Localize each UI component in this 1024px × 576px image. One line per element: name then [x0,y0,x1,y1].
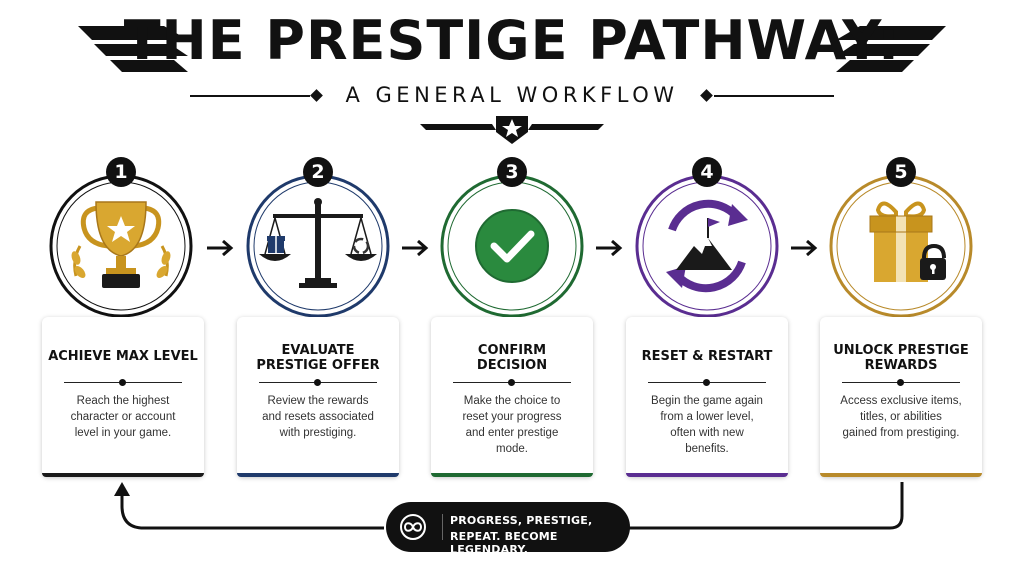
step-5-divider-dot [897,379,904,386]
subtitle-rule-right [714,95,834,97]
step-2-card: EVALUATE PRESTIGE OFFER Review the rewar… [237,317,399,477]
step-1-title: ACHIEVE MAX LEVEL [48,349,198,364]
step-5-description: Access exclusive items, titles, or abili… [840,395,962,439]
step-1-badge [49,174,193,324]
step-1-card: ACHIEVE MAX LEVEL Reach the highest char… [42,317,204,477]
step-3-divider-dot [508,379,515,386]
step-4-title: RESET & RESTART [641,349,773,364]
step-2-description: Review the rewards and resets associated… [262,395,374,439]
step-3-title: CONFIRM DECISION [476,343,548,373]
scale-icon [259,198,377,288]
step-2-badge [246,174,390,324]
step-5-card-accent [820,473,982,477]
step-1-divider-dot [119,379,126,386]
step-4-card-accent [626,473,788,477]
step-5-card: UNLOCK PRESTIGE REWARDS Access exclusive… [820,317,982,477]
step-5-number: 5 [886,157,916,187]
step-4-description: Begin the game again from a lower level,… [651,395,763,455]
banner-line-2: REPEAT. BECOME LEGENDARY. [450,530,558,556]
step-4-card: RESET & RESTART Begin the game again fro… [626,317,788,477]
step-5-badge [829,174,973,324]
trophy-icon [71,201,171,288]
tagline-banner: PROGRESS, PRESTIGE, REPEAT. BECOME LEGEN… [386,502,630,556]
arrow-right-icon [402,239,429,257]
step-4-number: 4 [692,157,722,187]
step-5-title: UNLOCK PRESTIGE REWARDS [833,343,969,373]
step-3-number: 3 [497,157,527,187]
subtitle-rule-left [190,95,310,97]
arrow-right-icon [207,239,234,257]
gift-lock-icon [869,201,946,282]
step-2-number: 2 [303,157,333,187]
checkmark-icon [475,209,549,283]
step-2-card-accent [237,473,399,477]
refresh-icon [352,237,370,255]
step-3-description: Make the choice to reset your progress a… [462,395,562,455]
star-emblem [420,116,604,144]
banner-separator [442,514,443,540]
arrow-right-icon [596,239,623,257]
step-3-badge [440,174,584,324]
step-4-badge [635,174,779,324]
arrow-up-icon [114,482,130,496]
page-subtitle: A GENERAL WORKFLOW [345,83,679,107]
step-1-number: 1 [106,157,136,187]
subtitle-row: A GENERAL WORKFLOW [190,80,834,110]
page-title: THE PRESTIGE PATHWAY: [123,9,901,72]
step-3-card: CONFIRM DECISION Make the choice to rese… [431,317,593,477]
step-2-title: EVALUATE PRESTIGE OFFER [256,343,380,373]
step-2-divider-dot [314,379,321,386]
step-1-description: Reach the highest character or account l… [70,395,176,439]
infinity-loop-icon [400,514,426,540]
mountain-cycle-icon [666,199,748,293]
right-wing-decoration [836,26,946,72]
step-3-card-accent [431,473,593,477]
banner-line-1: PROGRESS, PRESTIGE, [450,514,593,527]
left-wing-decoration [78,26,188,72]
step-1-card-accent [42,473,204,477]
step-4-divider-dot [703,379,710,386]
star-icon [502,119,522,137]
arrow-right-icon [791,239,818,257]
